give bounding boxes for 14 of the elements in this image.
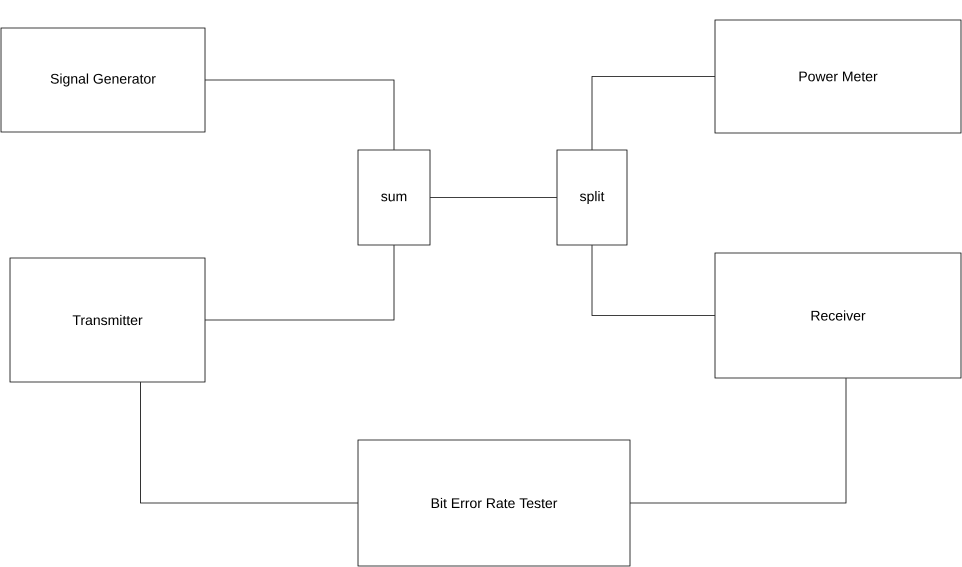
device-box: Bit Error Rate Tester <box>358 440 630 566</box>
device-box: Transmitter <box>10 258 206 382</box>
connector-line <box>592 76 715 150</box>
connector-line <box>140 382 358 504</box>
device-box: Signal Generator <box>0 28 206 132</box>
connector-line <box>430 197 557 198</box>
connector-line <box>205 80 394 150</box>
device-box: Power Meter <box>714 20 962 134</box>
combiner-box: sum <box>358 150 430 246</box>
connector-line <box>592 244 715 316</box>
splitter-box: split <box>556 150 628 246</box>
connector-line <box>205 244 394 320</box>
device-box: Receiver <box>714 252 962 378</box>
connector-line <box>630 378 846 504</box>
